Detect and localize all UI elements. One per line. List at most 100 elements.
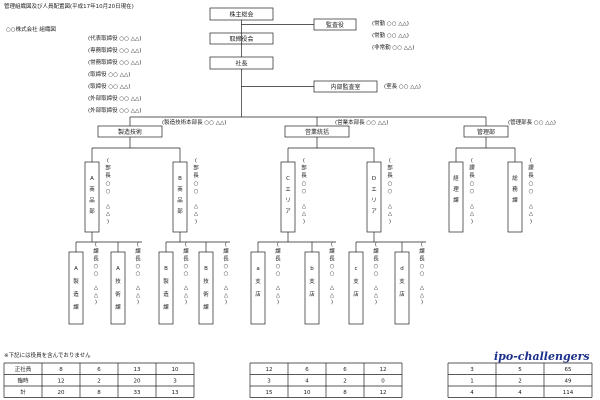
department-5: 経理課 (課長○○ △△) [448,158,475,233]
table-cell: 12 [58,379,65,385]
table-cell: 3 [173,379,177,385]
division-head-1: (製造技術本部長 ○○ △△) [162,118,226,126]
table-cell: 3 [470,367,474,373]
section-box [304,251,320,325]
department-box [507,161,523,233]
table-cell: 8 [343,390,347,396]
connector-lines [75,20,516,252]
table-cell: 15 [266,390,273,396]
table-cell: 33 [134,390,141,396]
department-head: (部長○○ △△) [301,158,307,225]
table-cell: 4 [470,390,474,396]
department-box [448,161,464,233]
department-head: (部長○○ △△) [387,158,393,225]
table-cell: 65 [565,367,572,373]
section-box [158,251,174,325]
auditor-member-1: (常勤 ○○ △△) [372,19,409,27]
table-cell: 2 [343,379,347,385]
department-head: (部長○○ △△) [105,158,111,225]
department-box [172,161,188,233]
table-cell: 1 [470,379,474,385]
section-head: (課長○○ △△) [93,242,99,306]
division-label-3: 管理部 [477,128,495,136]
section-head: (課長○○ △△) [419,242,425,306]
table-cell: 計 [20,388,26,396]
table-cell: 6 [97,367,101,373]
board-member-5: (取締役 ○○ △△) [88,82,130,90]
company-label: ○○株式会社 組織図 [6,25,56,33]
auditor-label: 監査役 [326,21,344,29]
table-cell: 6 [343,367,347,373]
section-box [394,251,410,325]
section-box [250,251,266,325]
table-cell: 12 [266,367,273,373]
department-box [366,161,382,233]
table-cell: 10 [304,390,311,396]
auditor-member-3: (非常勤 ○○ △△) [372,43,414,51]
section-head: (課長○○ △△) [223,242,229,306]
table-cell: 20 [134,379,141,385]
department-head: (部長○○ △△) [193,158,199,225]
table-cell: 4 [305,379,309,385]
section-box [68,251,84,325]
table-cell: 2 [518,379,522,385]
shareholders-label: 株主総会 [229,11,253,19]
division-head-3: (管理部長 ○○ △△) [508,118,556,126]
watermark-logo: ipo-challengers [494,350,590,363]
table-cell: 12 [380,367,387,373]
table-cell: 4 [518,390,522,396]
division-head-2: (営業本部長 ○○ △△) [335,118,388,126]
department-label: 経理課 [453,174,459,204]
section-head: (課長○○ △△) [373,242,379,306]
table-cell: 13 [172,390,179,396]
staff-note: ※下記には役員を含んでおりません [4,351,91,359]
section-head: (課長○○ △△) [183,242,189,306]
board-member-4: (取締役 ○○ △△) [88,70,130,78]
department-head: (課長○○ △△) [528,158,534,225]
board-member-7: (外部取締役 ○○ △△) [88,106,141,114]
division-label-2: 営業統括 [305,128,329,136]
internal-audit-head: (室長 ○○ △△) [384,82,421,90]
auditor-member-2: (常勤 ○○ △△) [372,31,409,39]
board-member-6: (外部取締役 ○○ △△) [88,94,141,102]
division-label-1: 製造技術 [118,128,142,136]
table-cell: 5 [518,367,522,373]
table-cell: 10 [172,367,179,373]
table-cell: 6 [305,367,309,373]
board-member-1: (代表取締役 ○○ △△) [88,34,141,42]
department-head: (課長○○ △△) [469,158,475,225]
section-head: (課長○○ △△) [275,242,281,306]
department-label: 総務課 [512,174,518,204]
board-member-3: (常務取締役 ○○ △△) [88,58,141,66]
table-cell: 3 [267,379,271,385]
table-cell: 8 [97,390,101,396]
table-cell: 0 [381,379,385,385]
table-cell: 49 [565,379,572,385]
section-head: (課長○○ △△) [329,242,335,306]
chart-title: 管理組織図及び人員配置図(平成17年10月20日現在) [4,2,134,10]
table-cell: 正社員 [15,365,32,373]
department-box [280,161,296,233]
